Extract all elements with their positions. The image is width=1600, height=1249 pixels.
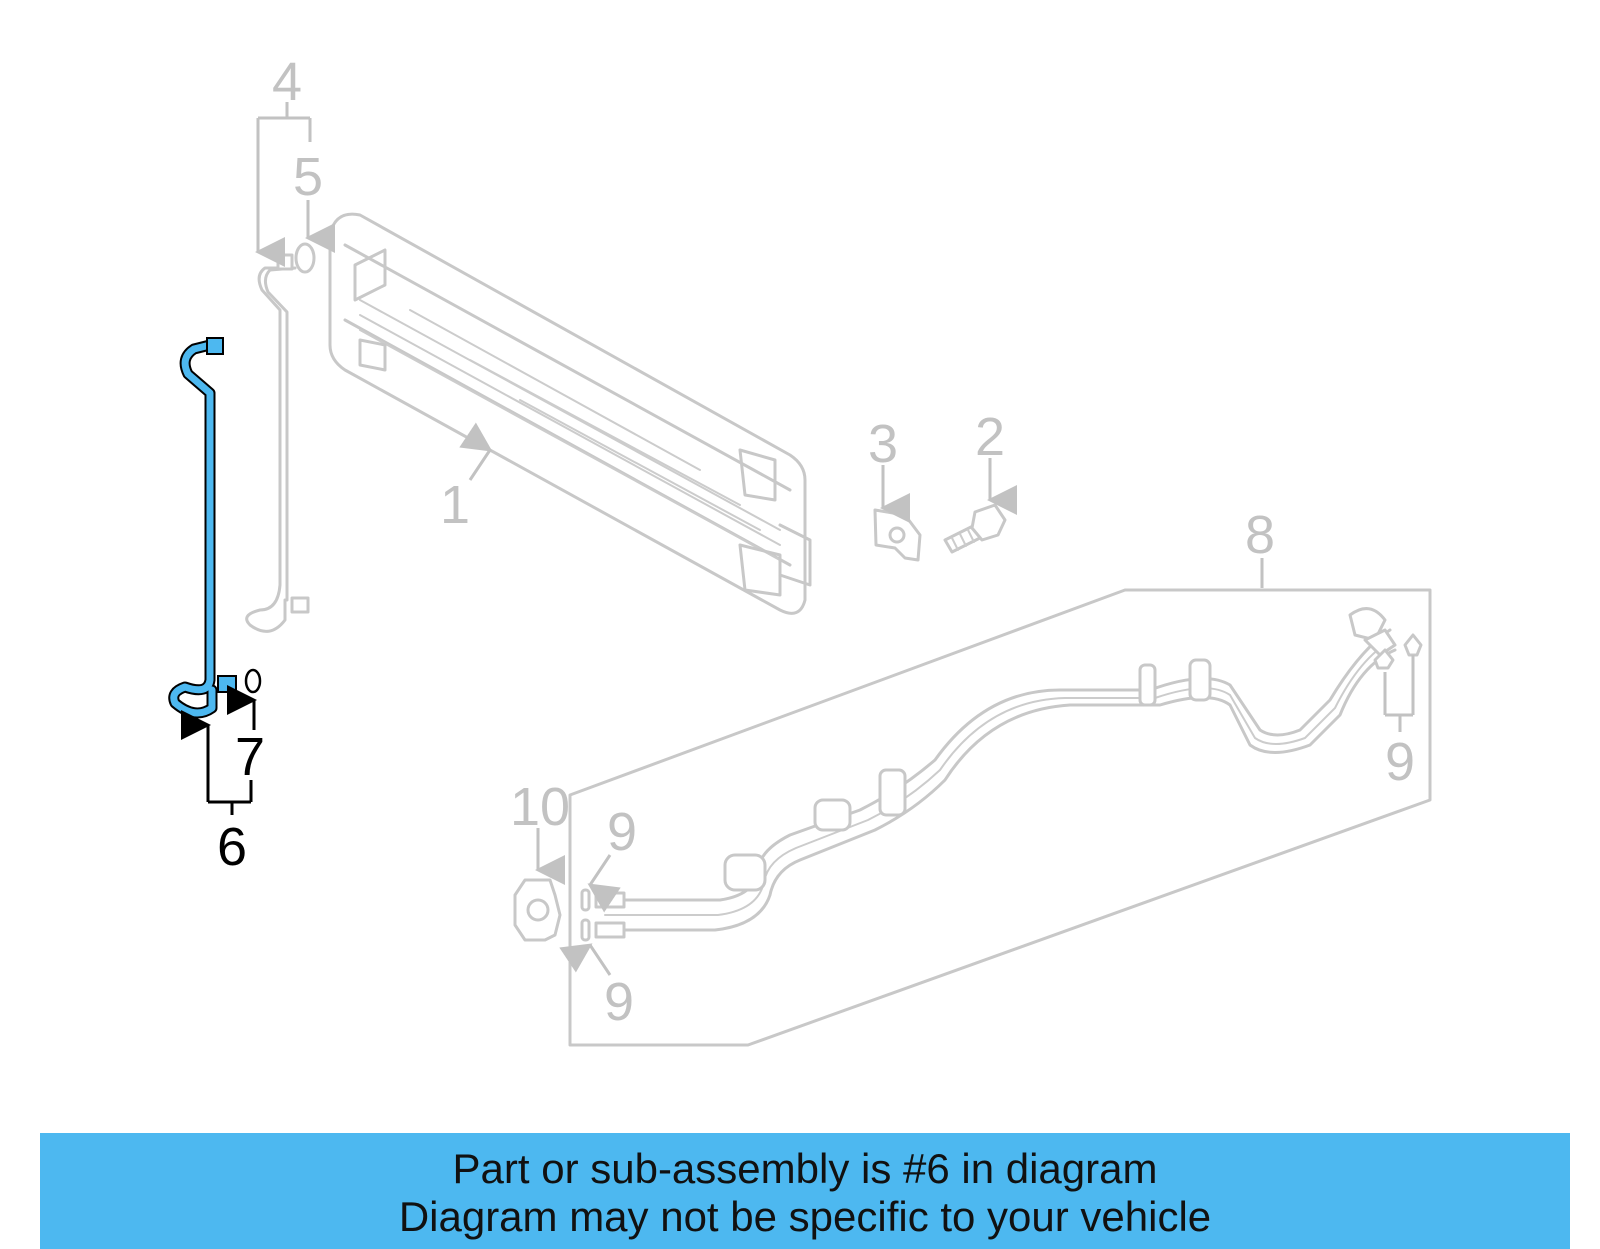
hose-assembly-part-8[interactable] bbox=[568, 588, 1432, 1047]
callout-2: 2 bbox=[975, 407, 1005, 467]
callout-9-lower: 9 bbox=[604, 972, 634, 1032]
callout-3: 3 bbox=[868, 414, 898, 474]
leader-9-upper bbox=[587, 854, 621, 913]
cooler-line-part-6[interactable] bbox=[168, 337, 237, 719]
callout-9-upper: 9 bbox=[607, 802, 637, 862]
leader-1 bbox=[459, 422, 493, 481]
leader-9-lower bbox=[559, 943, 612, 976]
banner-line-2: Diagram may not be specific to your vehi… bbox=[398, 1193, 1212, 1240]
leader-4 bbox=[258, 102, 312, 252]
leader-9-right bbox=[1383, 655, 1415, 732]
callout-4: 4 bbox=[272, 52, 302, 112]
callout-6: 6 bbox=[217, 817, 247, 877]
o-ring-part-9[interactable] bbox=[580, 633, 1423, 942]
oil-cooler-part-1[interactable] bbox=[328, 212, 812, 615]
bracket-part-3[interactable] bbox=[873, 508, 922, 562]
o-ring-part-7[interactable] bbox=[244, 668, 262, 694]
callout-9-right: 9 bbox=[1385, 732, 1415, 792]
callout-8: 8 bbox=[1245, 505, 1275, 565]
callout-10: 10 bbox=[510, 777, 570, 837]
cooler-line-part-4[interactable] bbox=[245, 242, 316, 633]
callout-7: 7 bbox=[235, 727, 265, 787]
callout-1: 1 bbox=[440, 475, 470, 535]
info-banner: Part or sub-assembly is #6 in diagram Di… bbox=[40, 1133, 1570, 1249]
banner-line-1: Part or sub-assembly is #6 in diagram bbox=[452, 1145, 1158, 1192]
leader-6 bbox=[208, 725, 251, 815]
o-ring-part-5[interactable] bbox=[294, 242, 316, 274]
connector-part-10[interactable] bbox=[513, 878, 562, 942]
callout-5: 5 bbox=[293, 147, 323, 207]
bolt-part-2[interactable] bbox=[943, 503, 1007, 554]
